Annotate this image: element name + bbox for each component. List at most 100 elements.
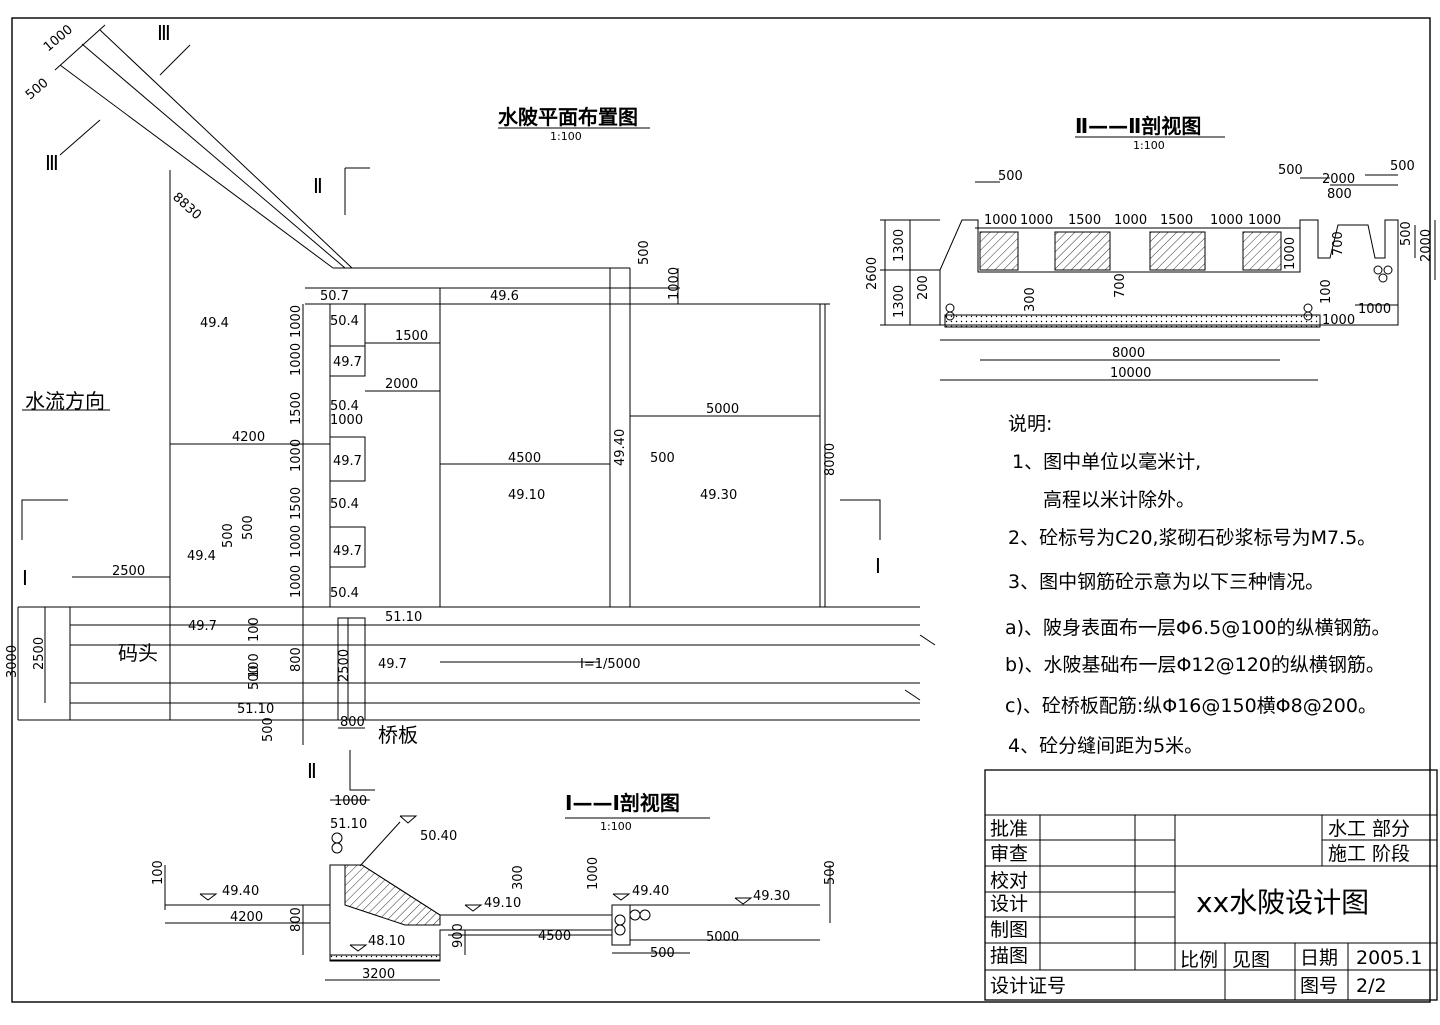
- dimension-label: 4200: [230, 910, 263, 925]
- elevation-label: 49.40: [613, 429, 628, 466]
- section-mark-II-bottom: Ⅱ: [307, 759, 317, 783]
- dimension-label: 500: [1399, 221, 1414, 246]
- dimension-label: 500: [221, 523, 236, 548]
- tb-scale-value: 见图: [1232, 949, 1270, 971]
- sheet-border: [11, 17, 1431, 1003]
- plan-view: [17, 24, 936, 791]
- dimension-label: 100: [151, 860, 166, 885]
- plan-title: 水陂平面布置图: [498, 105, 638, 129]
- elevation-label: 50.4: [330, 497, 359, 512]
- elevation-label: 49.4: [200, 316, 229, 331]
- dimension-label: 4200: [232, 430, 265, 445]
- elevation-label: 50.7: [320, 289, 349, 304]
- tb-scale-label: 比例: [1180, 949, 1218, 971]
- dimension-label: 1000: [1322, 313, 1355, 328]
- elevation-label: 49.30: [700, 488, 737, 503]
- elevation-label: 49.10: [484, 896, 521, 911]
- dimension-label: 500: [247, 665, 262, 690]
- section-1: [164, 799, 831, 981]
- note-2: 2、砼标号为C20,浆砌石砂浆标号为M7.5。: [1008, 527, 1376, 549]
- dimension-label: 1000: [1283, 237, 1298, 270]
- dimension-label: 200: [916, 275, 931, 300]
- wharf-label: 码头: [118, 641, 158, 665]
- elevation-label: 49.40: [222, 884, 259, 899]
- dimension-label: 1000: [41, 22, 76, 55]
- tb-date-value: 2005.1: [1356, 947, 1422, 969]
- section-mark-II-top: Ⅱ: [313, 174, 323, 198]
- note-4: 4、砼分缝间距为5米。: [1008, 735, 1203, 757]
- dimension-label: 3200: [362, 967, 395, 982]
- note-a: a)、陂身表面布一层Φ6.5@100的纵横钢筋。: [1005, 617, 1391, 639]
- dimension-label: 1000: [1114, 213, 1147, 228]
- tb-review: 审查: [990, 843, 1028, 865]
- dimension-label: 1000: [1020, 213, 1053, 228]
- elevation-label: 49.4: [187, 549, 216, 564]
- dimension-label: 100: [247, 617, 262, 642]
- dimension-label: 700: [1113, 273, 1128, 298]
- dimension-label: 800: [340, 715, 365, 730]
- section-mark-I-right: Ⅰ: [875, 554, 881, 578]
- note-b: b)、水陂基础布一层Φ12@120的纵横钢筋。: [1005, 654, 1385, 676]
- dimension-label: 800: [1327, 187, 1352, 202]
- dimension-label: 2000: [1419, 229, 1434, 262]
- dimension-label: 2500: [32, 637, 47, 670]
- tb-design: 设计: [990, 893, 1028, 915]
- elevation-label: 49.40: [632, 884, 669, 899]
- dimension-label: 100: [1319, 279, 1334, 304]
- dimension-label: 1500: [395, 329, 428, 344]
- tb-no-label: 图号: [1300, 975, 1338, 997]
- dimension-label: 10000: [1110, 366, 1151, 381]
- dimension-label: 2000: [1322, 172, 1355, 187]
- dimension-label: 1000: [1248, 213, 1281, 228]
- plan-scale: 1:100: [550, 130, 582, 143]
- dimension-label: 1000: [1358, 302, 1391, 317]
- dimension-label: 500: [241, 515, 256, 540]
- dimension-label: 8000: [823, 443, 838, 476]
- dimension-label: 300: [511, 865, 526, 890]
- elevation-label: 49.7: [188, 619, 217, 634]
- elevation-label: 49.7: [333, 454, 362, 469]
- elevation-label: 49.10: [508, 488, 545, 503]
- dimension-label: 500: [650, 451, 675, 466]
- dimension-label: 1000: [1210, 213, 1243, 228]
- dimension-label: 300: [1023, 287, 1038, 312]
- dimension-label: 800: [289, 907, 304, 932]
- dimension-label: 500: [650, 946, 675, 961]
- dimension-label: 500: [1278, 163, 1303, 178]
- tb-approve: 批准: [990, 818, 1028, 840]
- dimension-label: 1000: [289, 343, 304, 376]
- elevation-label: 50.4: [330, 314, 359, 329]
- tb-trace: 描图: [990, 945, 1028, 967]
- notes-heading: 说明:: [1008, 413, 1052, 435]
- elevation-label: 49.6: [490, 289, 519, 304]
- dimension-label: 8000: [1112, 346, 1145, 361]
- dimension-label: 500: [998, 169, 1023, 184]
- tb-dept: 水工 部分: [1328, 818, 1410, 840]
- dimension-label: 1000: [330, 413, 363, 428]
- dimension-label: 1000: [289, 525, 304, 558]
- dimension-label: 5000: [706, 402, 739, 417]
- flow-direction-label: 水流方向: [25, 389, 105, 413]
- dimension-label: 800: [289, 647, 304, 672]
- channel-line: [99, 29, 353, 269]
- elevation-label: 50.4: [330, 586, 359, 601]
- dimension-label: 1300: [892, 229, 907, 262]
- channel-line: [59, 64, 334, 269]
- section-mark-III-left: Ⅲ: [45, 151, 59, 175]
- section-2-scale: 1:100: [1133, 139, 1165, 152]
- elevation-label: 50.40: [420, 829, 457, 844]
- note-1b: 高程以米计除外。: [1043, 489, 1195, 511]
- dimension-label: 1500: [1068, 213, 1101, 228]
- elevation-label: 51.10: [237, 702, 274, 717]
- title-block: [984, 769, 1438, 1001]
- section-mark-I-left: Ⅰ: [22, 566, 28, 590]
- tb-check: 校对: [990, 870, 1028, 892]
- dimension-label: 1000: [984, 213, 1017, 228]
- elevation-label: 51.10: [385, 610, 422, 625]
- elevation-label: 49.7: [378, 657, 407, 672]
- dimension-label: 5000: [706, 930, 739, 945]
- elevation-label: 49.30: [753, 889, 790, 904]
- dimension-label: 1500: [289, 487, 304, 520]
